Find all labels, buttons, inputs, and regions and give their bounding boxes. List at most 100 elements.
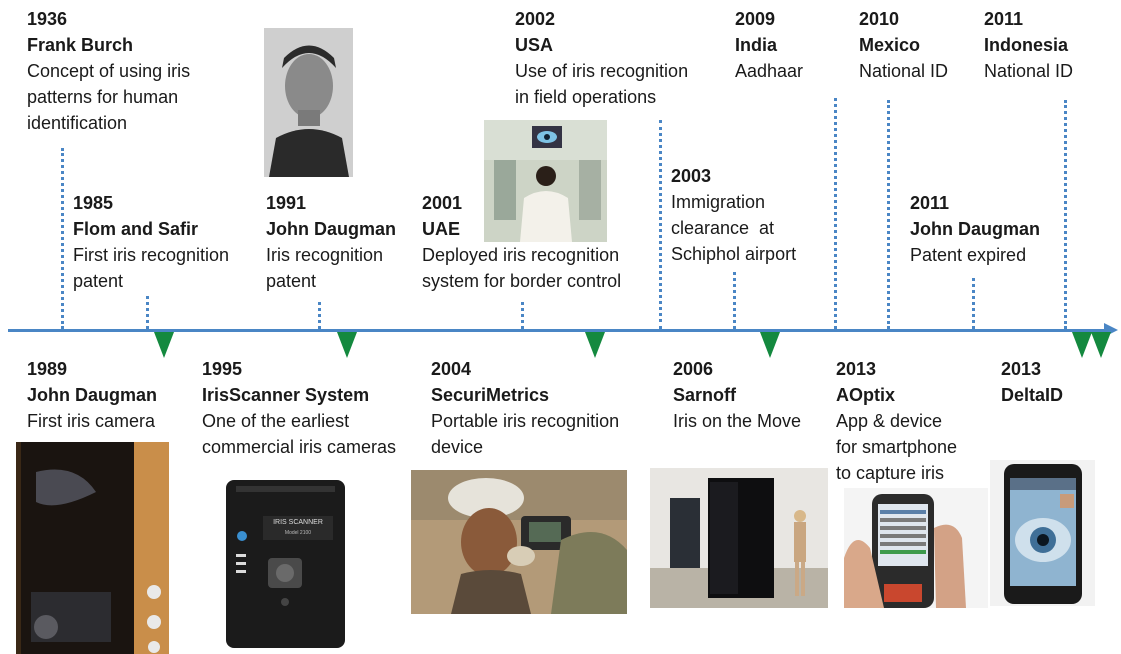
marker-2006 (760, 332, 780, 358)
event-desc: patent (266, 271, 317, 291)
event-2011-indonesia: 2011 Indonesia National ID (984, 6, 1073, 84)
event-subject: India (735, 35, 778, 55)
event-2011-daugman: 2011 John Daugman Patent expired (910, 190, 1040, 268)
event-desc: Aadhaar (735, 61, 804, 81)
event-subject: Mexico (859, 35, 921, 55)
event-desc: clearance at (671, 218, 775, 238)
event-desc: Schiphol airport (671, 244, 797, 264)
event-desc: for smartphone (836, 437, 958, 457)
event-1991: 1991 John Daugman Iris recognition paten… (266, 190, 396, 294)
event-2013-deltaid: 2013 DeltaID (1001, 356, 1063, 408)
event-year: 2001 (422, 193, 463, 213)
event-subject: USA (515, 35, 554, 55)
marker-2013-deltaid (1091, 332, 1111, 358)
connector-2011-indonesia (1064, 100, 1067, 329)
event-desc: Portable iris recognition (431, 411, 620, 431)
event-desc: device (431, 437, 484, 457)
event-subject: Flom and Safir (73, 219, 199, 239)
event-year: 1995 (202, 359, 243, 379)
event-year: 2011 (910, 193, 950, 213)
timeline-axis (8, 329, 1108, 332)
photo-uae-border (484, 120, 607, 242)
event-desc: patent (73, 271, 124, 291)
event-2013-aoptix: 2013 AOptix App & device for smartphone … (836, 356, 957, 486)
event-year: 1991 (266, 193, 307, 213)
event-subject: IrisScanner System (202, 385, 370, 405)
event-year: 2009 (735, 9, 776, 29)
event-year: 2013 (1001, 359, 1042, 379)
event-subject: Sarnoff (673, 385, 736, 405)
photo-aoptix (844, 488, 988, 608)
connector-1991 (318, 302, 321, 329)
event-desc: Use of iris recognition (515, 61, 689, 81)
connector-1985 (146, 296, 149, 329)
event-year: 1989 (27, 359, 68, 379)
event-desc: identification (27, 113, 128, 133)
event-desc: commercial iris cameras (202, 437, 397, 457)
event-subject: DeltaID (1001, 385, 1064, 405)
connector-1936 (61, 148, 64, 329)
event-subject: John Daugman (266, 219, 397, 239)
event-desc: National ID (984, 61, 1074, 81)
event-year: 1936 (27, 9, 68, 29)
event-subject: John Daugman (910, 219, 1041, 239)
event-1989: 1989 John Daugman First iris camera (27, 356, 157, 434)
event-desc: Deployed iris recognition (422, 245, 620, 265)
connector-2003 (733, 272, 736, 329)
connector-2011-daugman (972, 278, 975, 329)
event-desc: Immigration (671, 192, 766, 212)
event-year: 2010 (859, 9, 900, 29)
marker-2004 (585, 332, 605, 358)
event-1936: 1936 Frank Burch Concept of using iris p… (27, 6, 190, 136)
event-year: 2006 (673, 359, 714, 379)
event-desc: system for border control (422, 271, 622, 291)
event-year: 2002 (515, 9, 556, 29)
event-desc: Iris recognition (266, 245, 384, 265)
event-year: 2004 (431, 359, 472, 379)
event-subject: Indonesia (984, 35, 1069, 55)
event-2001: 2001 UAE Deployed iris recognition syste… (422, 190, 621, 294)
connector-2009 (834, 98, 837, 329)
portrait-photo-daugman (264, 28, 353, 177)
connector-2002 (659, 120, 662, 329)
marker-2013-aoptix (1072, 332, 1092, 358)
marker-1995 (337, 332, 357, 358)
photo-sarnoff (650, 468, 828, 608)
photo-deltaid (990, 460, 1095, 606)
event-subject: John Daugman (27, 385, 158, 405)
event-subject: Frank Burch (27, 35, 134, 55)
event-desc: First iris recognition (73, 245, 230, 265)
event-desc: Iris on the Move (673, 411, 802, 431)
event-desc: Concept of using iris (27, 61, 191, 81)
photo-securimetrics (411, 470, 627, 614)
event-desc: patterns for human (27, 87, 179, 107)
marker-1989 (154, 332, 174, 358)
event-2009: 2009 India Aadhaar (735, 6, 803, 84)
scanner-model: Model 2100 (285, 530, 311, 536)
event-subject: AOptix (836, 385, 896, 405)
event-subject: UAE (422, 219, 461, 239)
event-desc: Patent expired (910, 245, 1027, 265)
event-desc: App & device (836, 411, 943, 431)
event-desc: One of the earliest (202, 411, 350, 431)
event-1995: 1995 IrisScanner System One of the earli… (202, 356, 396, 460)
photo-iris-scanner: IRIS SCANNER Model 2100 (218, 472, 353, 650)
event-2003: 2003 Immigration clearance at Schiphol a… (671, 163, 796, 267)
connector-2001 (521, 302, 524, 329)
event-2006: 2006 Sarnoff Iris on the Move (673, 356, 801, 434)
event-1985: 1985 Flom and Safir First iris recogniti… (73, 190, 229, 294)
event-desc: in field operations (515, 87, 657, 107)
event-year: 2013 (836, 359, 877, 379)
event-desc: First iris camera (27, 411, 156, 431)
event-year: 2003 (671, 166, 712, 186)
event-year: 1985 (73, 193, 114, 213)
event-desc: to capture iris (836, 463, 945, 483)
event-2002: 2002 USA Use of iris recognition in fiel… (515, 6, 688, 110)
scanner-label: IRIS SCANNER (273, 519, 323, 526)
photo-first-iris-camera (16, 442, 169, 654)
event-desc: National ID (859, 61, 949, 81)
event-2004: 2004 SecuriMetrics Portable iris recogni… (431, 356, 619, 460)
event-year: 2011 (984, 9, 1024, 29)
event-subject: SecuriMetrics (431, 385, 550, 405)
connector-2010 (887, 100, 890, 329)
